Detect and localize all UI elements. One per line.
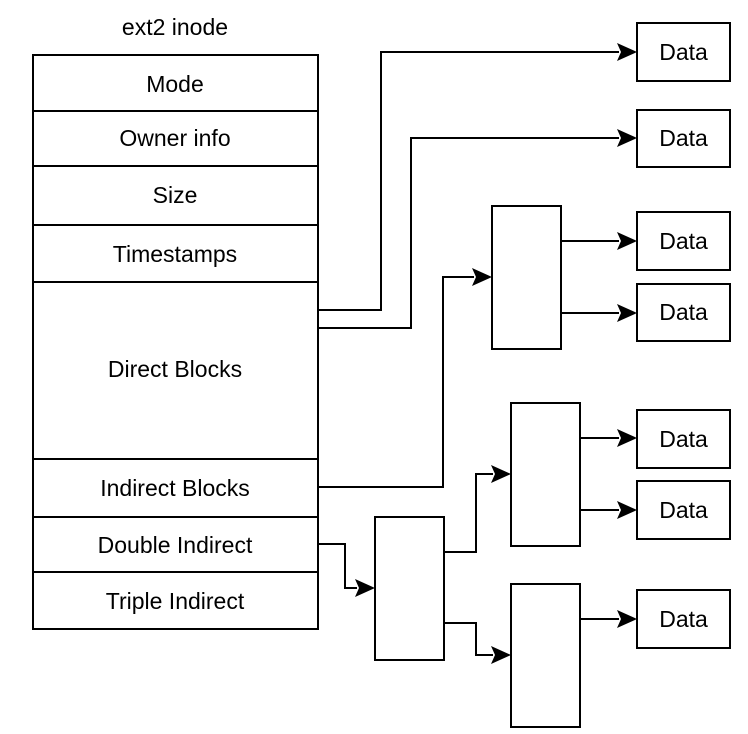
double-level2-pointer-block-b <box>510 583 581 728</box>
data-block: Data <box>636 409 731 469</box>
inode-field-mode <box>32 54 319 112</box>
direct-pointer-arrow <box>318 137 619 329</box>
arrowhead <box>472 268 492 286</box>
direct-blocks-label: Direct Blocks <box>108 356 242 382</box>
indirect-blocks-label: Indirect Blocks <box>100 475 250 501</box>
pointer-to-pointer-arrow <box>444 622 493 656</box>
double-indirect-pointer-block <box>374 516 445 661</box>
arrowhead <box>491 465 511 483</box>
data-block: Data <box>636 480 731 540</box>
arrowhead <box>617 129 637 147</box>
data-block: Data <box>636 283 731 342</box>
inode-field-timestamps <box>32 224 319 283</box>
data-block-label: Data <box>659 228 708 254</box>
indirect-pointer-arrow <box>318 276 474 488</box>
data-block-rect <box>636 109 731 168</box>
size-label: Size <box>153 182 198 208</box>
data-block-label: Data <box>659 125 708 151</box>
data-block-label: Data <box>659 299 708 325</box>
data-block: Data <box>636 211 731 271</box>
diagram-title: ext2 inode <box>122 14 228 40</box>
arrowhead <box>617 43 637 61</box>
arrowhead <box>617 501 637 519</box>
inode-table: Mode Owner info Size Timestamps Direct B… <box>32 54 319 630</box>
mode-label: Mode <box>146 71 204 97</box>
data-block-rect <box>636 480 731 540</box>
data-block-rect <box>636 283 731 342</box>
data-block-label: Data <box>659 606 708 632</box>
inode-field-triple-indirect <box>32 571 319 630</box>
pointer-to-pointer-arrow <box>444 473 493 553</box>
data-block-rect <box>636 589 731 649</box>
double-indirect-label: Double Indirect <box>98 532 253 558</box>
data-block-rect <box>636 211 731 271</box>
data-block-label: Data <box>659 497 708 523</box>
inode-field-direct-blocks <box>32 281 319 460</box>
data-block-rect <box>636 409 731 469</box>
owner-info-label: Owner info <box>119 125 230 151</box>
arrowhead <box>617 232 637 250</box>
double-indirect-pointer-arrow <box>318 543 357 589</box>
data-block-label: Data <box>659 426 708 452</box>
indirect-pointer-block <box>491 205 562 350</box>
timestamps-label: Timestamps <box>113 241 237 267</box>
inode-field-size <box>32 165 319 226</box>
arrowhead <box>491 646 511 664</box>
double-level2-pointer-block-a <box>510 402 581 547</box>
triple-indirect-label: Triple Indirect <box>106 588 245 614</box>
arrowhead <box>355 579 375 597</box>
arrowhead <box>617 429 637 447</box>
direct-pointer-arrow <box>318 51 619 311</box>
data-block-label: Data <box>659 39 708 65</box>
data-block: Data <box>636 109 731 168</box>
data-block: Data <box>636 22 731 82</box>
inode-field-indirect-blocks <box>32 458 319 518</box>
arrowhead <box>617 610 637 628</box>
inode-field-owner-info <box>32 110 319 167</box>
data-block: Data <box>636 589 731 649</box>
arrowhead <box>617 304 637 322</box>
